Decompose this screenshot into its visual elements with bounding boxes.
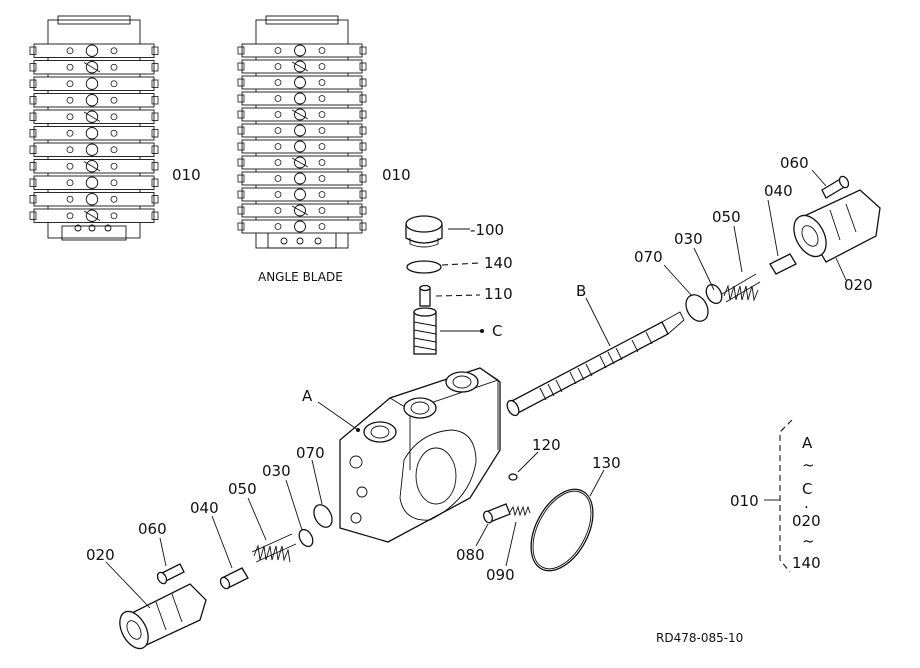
- legend-range-start: A: [802, 434, 813, 452]
- stack-section: [237, 59, 367, 74]
- cap-020-top: [793, 189, 881, 263]
- legend-tilde-1: ~: [802, 456, 815, 474]
- part-050-top-label: 050: [712, 208, 741, 226]
- part-080-label: 080: [456, 546, 485, 564]
- spring-050-bot: [251, 533, 297, 563]
- plug-100: [405, 215, 443, 248]
- stack-section: [237, 187, 367, 202]
- legend-tilde-2: ~: [802, 532, 815, 550]
- part-140-label: 140: [484, 254, 513, 272]
- o-ring-120: [508, 473, 518, 481]
- part-020-top-label: 020: [844, 276, 873, 294]
- stack-section: [237, 171, 367, 186]
- valve-body-a: [339, 367, 501, 543]
- stack-section: [29, 142, 159, 157]
- assembly-010-right-label: 010: [382, 166, 411, 184]
- stack-section: [237, 91, 367, 106]
- assembly-010-left-label: 010: [172, 166, 201, 184]
- stack-section: [29, 60, 159, 75]
- part-a-label: A: [302, 387, 313, 405]
- part-120-label: 120: [532, 436, 561, 454]
- angle-blade-label: ANGLE BLADE: [258, 270, 343, 284]
- stack-section: [29, 109, 159, 124]
- valve-stack-left: [29, 15, 159, 241]
- stack-section: [237, 107, 367, 122]
- stack-section: [29, 93, 159, 108]
- part-030-bot-label: 030: [262, 462, 291, 480]
- bolt-060-bot: [156, 563, 185, 585]
- part-090-label: 090: [486, 566, 515, 584]
- legend-dot: .: [804, 494, 809, 512]
- part-040-top-label: 040: [764, 182, 793, 200]
- o-ring-140: [406, 260, 442, 274]
- stack-section: [237, 219, 367, 234]
- o-ring-130: [530, 488, 594, 572]
- stack-section: [29, 43, 159, 58]
- spring-seat-030-bot: [298, 528, 314, 548]
- part-c-label: C: [492, 322, 502, 340]
- drawing-reference: RD478-085-10: [656, 631, 743, 645]
- stack-section: [237, 43, 367, 58]
- spring-guide-040-bot: [219, 567, 249, 590]
- cap-020-bot: [119, 583, 207, 650]
- part-050-bot-label: 050: [228, 480, 257, 498]
- valve-stack-right: [237, 15, 367, 249]
- o-ring-070-top: [685, 294, 709, 322]
- part-040-bot-label: 040: [190, 499, 219, 517]
- bolt-060-top: [821, 175, 850, 199]
- poppet-110: [419, 284, 431, 307]
- check-valve-c: [413, 307, 437, 355]
- part-130-label: 130: [592, 454, 621, 472]
- stack-section: [29, 175, 159, 190]
- legend-range-end: 140: [792, 554, 821, 572]
- stack-section: [29, 126, 159, 141]
- part-030-top-label: 030: [674, 230, 703, 248]
- spring-guide-040-top: [769, 253, 797, 275]
- part-020-bot-label: 020: [86, 546, 115, 564]
- stack-section: [237, 123, 367, 138]
- part-110-label: 110: [484, 285, 513, 303]
- spring-050-top: [721, 273, 761, 303]
- stack-section: [237, 139, 367, 154]
- part-070-bot-label: 070: [296, 444, 325, 462]
- legend-bracket: [764, 419, 793, 573]
- spring-seat-030-top: [705, 283, 723, 305]
- part-100-label: -100: [470, 221, 504, 239]
- stack-section: [237, 75, 367, 90]
- legend-range-020: 020: [792, 512, 821, 530]
- spool-b: [506, 311, 685, 417]
- plug-080: [483, 503, 511, 524]
- stack-section: [29, 76, 159, 91]
- part-060-top-label: 060: [780, 154, 809, 172]
- legend-range-mid: C: [802, 480, 812, 498]
- legend-code: 010: [730, 492, 759, 510]
- part-070-top-label: 070: [634, 248, 663, 266]
- part-b-label: B: [576, 282, 586, 300]
- stack-section: [237, 155, 367, 170]
- spring-090: [509, 505, 531, 517]
- stack-section: [29, 208, 159, 223]
- stack-section: [237, 203, 367, 218]
- o-ring-070-bot: [313, 504, 333, 528]
- stack-section: [29, 192, 159, 207]
- stack-section: [29, 159, 159, 174]
- part-060-bot-label: 060: [138, 520, 167, 538]
